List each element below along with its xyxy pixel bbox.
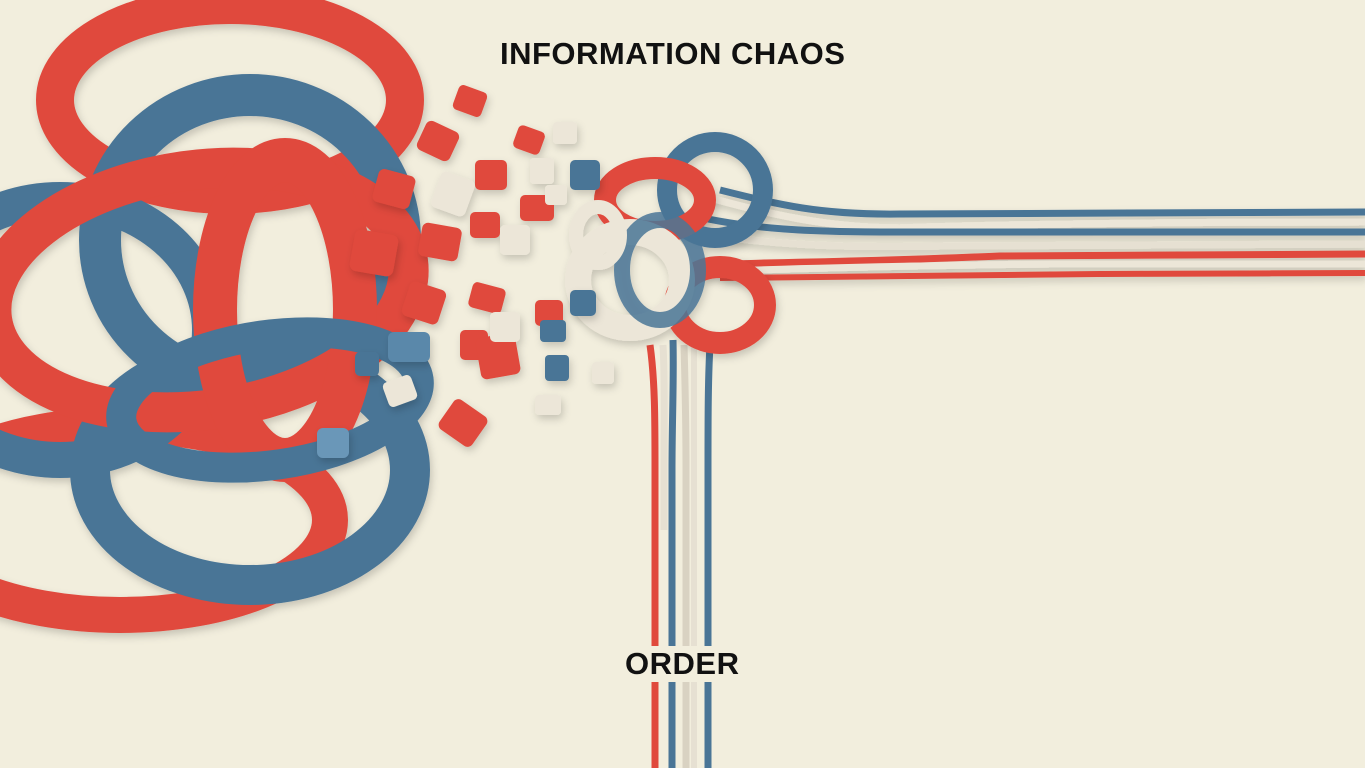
knot-junction	[565, 132, 776, 354]
scattered-fragments	[317, 85, 614, 458]
vertical-lines	[646, 339, 714, 768]
tangled-rings	[0, 0, 434, 633]
order-label: ORDER	[623, 646, 742, 682]
chaos-label: INFORMATION CHAOS	[500, 36, 846, 71]
